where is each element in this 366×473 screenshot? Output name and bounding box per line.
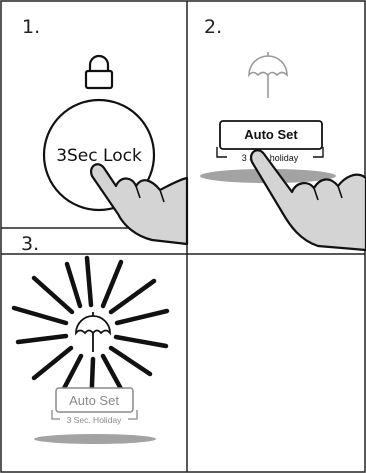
panel-3-number: 3. xyxy=(21,233,39,255)
auto-set-label: Auto Set xyxy=(69,393,119,408)
holiday-label: 3 Sec. Holiday xyxy=(67,415,123,425)
auto-set-button[interactable]: Auto Set xyxy=(220,121,322,149)
panel-3: 3. Auto Set xyxy=(14,233,167,444)
lock-button-label: 3Sec Lock xyxy=(56,146,142,166)
auto-set-label: Auto Set xyxy=(244,127,298,142)
panel-1: 1. 3Sec Lock xyxy=(22,16,187,244)
pointing-hand xyxy=(251,150,366,250)
auto-set-button[interactable]: Auto Set xyxy=(56,388,133,412)
flash-rays xyxy=(14,258,167,410)
umbrella-icon xyxy=(76,312,110,352)
panel-2: 2. Auto Set 3 Sec. holiday xyxy=(200,16,366,250)
panel-2-number: 2. xyxy=(204,16,222,38)
umbrella-icon xyxy=(249,52,287,98)
button-shadow xyxy=(34,434,156,444)
panel-1-number: 1. xyxy=(22,16,40,38)
lock-icon xyxy=(86,56,112,88)
